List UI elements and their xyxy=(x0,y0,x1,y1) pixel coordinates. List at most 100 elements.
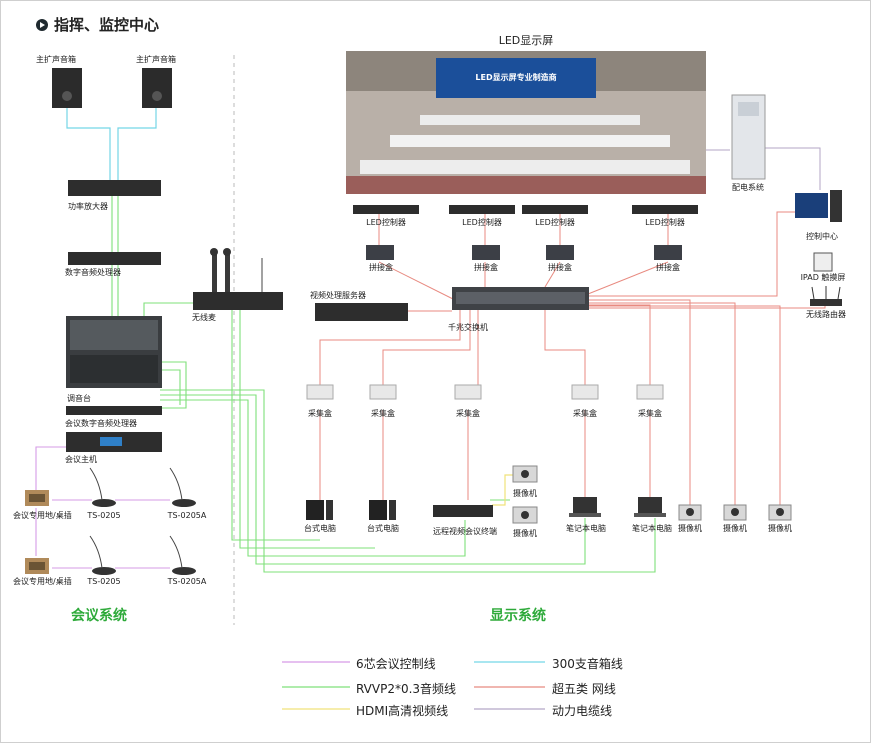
dsp xyxy=(68,252,161,265)
switch-label: 千兆交换机 xyxy=(448,323,488,332)
splice-box-1 xyxy=(366,245,394,260)
laptop-2 xyxy=(634,497,666,517)
mic-2 xyxy=(169,467,196,507)
camera-4-label: 摄像机 xyxy=(723,524,747,533)
camera-3 xyxy=(678,504,702,521)
splice-box-3 xyxy=(546,245,574,260)
led-controller-3 xyxy=(522,205,588,214)
splice-box-4 xyxy=(654,245,682,260)
ipad-label: IPAD 触摸屏 xyxy=(800,273,846,282)
splice-box-2-label: 拼接盒 xyxy=(474,263,498,272)
capture-box-3 xyxy=(454,384,482,400)
mic-4 xyxy=(169,535,196,575)
play-circle-icon xyxy=(36,19,48,31)
capture-box-1 xyxy=(306,384,334,400)
desktop-1-label: 台式电脑 xyxy=(304,524,336,533)
camera-1-label: 摄像机 xyxy=(513,489,537,498)
capture-box-5 xyxy=(636,384,664,400)
desktop-2-label: 台式电脑 xyxy=(367,524,399,533)
display-system-title: 显示系统 xyxy=(490,608,546,624)
desktop-2 xyxy=(369,500,396,520)
laptop-1 xyxy=(569,497,601,517)
legend-item-3: RVVP2*0.3音频线 xyxy=(356,682,457,696)
speaker-2-label: 主扩声音箱 xyxy=(136,55,176,64)
mixer-label: 调音台 xyxy=(67,394,91,403)
led-controller-4-label: LED控制器 xyxy=(645,218,685,227)
led-controller-1-label: LED控制器 xyxy=(366,218,406,227)
video-server xyxy=(315,303,408,321)
ipad xyxy=(813,252,833,272)
legend-item-4: 超五类 网线 xyxy=(552,682,616,696)
splice-box-2 xyxy=(472,245,500,260)
capture-box-4 xyxy=(571,384,599,400)
control-center xyxy=(795,190,842,222)
wireless-mic xyxy=(193,248,283,310)
speaker-1-label: 主扩声音箱 xyxy=(36,55,76,64)
camera-5 xyxy=(768,504,792,521)
power-cabinet xyxy=(731,94,766,180)
video-terminal-label: 远程视频会议终端 xyxy=(433,527,497,536)
control-center-label: 控制中心 xyxy=(806,232,838,241)
capture-box-5-label: 采集盒 xyxy=(638,409,662,418)
floor-box-1 xyxy=(25,490,49,506)
floor-box-1-label: 会议专用地/桌插 xyxy=(13,511,72,520)
led-controller-3-label: LED控制器 xyxy=(535,218,575,227)
wireless-mic-label: 无线麦 xyxy=(192,313,216,322)
camera-5-label: 摄像机 xyxy=(768,524,792,533)
mic-3-label: TS-0205 xyxy=(87,577,121,586)
legend-item-6: 动力电缆线 xyxy=(552,704,613,718)
mixer xyxy=(66,316,162,388)
mic-3 xyxy=(89,535,116,575)
conf-host xyxy=(66,432,162,452)
conference-control-cables xyxy=(35,446,170,569)
power-cables xyxy=(706,147,821,190)
led-controller-4 xyxy=(632,205,698,214)
dsp-label: 数字音频处理器 xyxy=(65,268,121,277)
capture-box-2 xyxy=(369,384,397,400)
page-title: 指挥、监控中心 xyxy=(36,14,159,35)
conf-dsp xyxy=(66,406,162,415)
led-screen-caption: LED显示屏专业制造商 xyxy=(475,73,557,82)
camera-4 xyxy=(723,504,747,521)
capture-box-3-label: 采集盒 xyxy=(456,409,480,418)
video-server-label: 视频处理服务器 xyxy=(310,291,366,300)
router-label: 无线路由器 xyxy=(806,310,846,319)
mic-1 xyxy=(89,467,116,507)
mic-4-label: TS-0205A xyxy=(167,577,207,586)
video-terminal xyxy=(433,505,493,517)
speaker-1 xyxy=(52,68,82,108)
capture-box-1-label: 采集盒 xyxy=(308,409,332,418)
camera-2 xyxy=(512,506,538,524)
legend-item-1: 6芯会议控制线 xyxy=(356,657,436,671)
led-controller-2-label: LED控制器 xyxy=(462,218,502,227)
mic-2-label: TS-0205A xyxy=(167,511,207,520)
capture-box-4-label: 采集盒 xyxy=(573,409,597,418)
splice-box-4-label: 拼接盒 xyxy=(656,263,680,272)
laptop-1-label: 笔记本电脑 xyxy=(566,524,606,533)
mic-1-label: TS-0205 xyxy=(87,511,121,520)
conf-host-label: 会议主机 xyxy=(65,455,97,464)
splice-box-3-label: 拼接盒 xyxy=(548,263,572,272)
amplifier-label: 功率放大器 xyxy=(68,202,108,211)
power-cabinet-label: 配电系统 xyxy=(732,183,764,192)
led-controller-2 xyxy=(449,205,515,214)
amplifier xyxy=(68,180,161,196)
led-controller-1 xyxy=(353,205,419,214)
network-cables xyxy=(319,211,826,505)
camera-2-label: 摄像机 xyxy=(513,529,537,538)
led-screen-image xyxy=(346,51,706,194)
floor-box-2 xyxy=(25,558,49,574)
gigabit-switch xyxy=(452,287,589,310)
conference-system-title: 会议系统 xyxy=(71,608,127,624)
legend-item-2: 300支音箱线 xyxy=(552,657,623,671)
capture-box-2-label: 采集盒 xyxy=(371,409,395,418)
audio-cables xyxy=(111,196,656,573)
speaker-cables xyxy=(66,108,157,180)
conf-dsp-label: 会议数字音频处理器 xyxy=(65,419,137,428)
camera-1 xyxy=(512,465,538,483)
splice-box-1-label: 拼接盒 xyxy=(369,263,393,272)
camera-3-label: 摄像机 xyxy=(678,524,702,533)
speaker-2 xyxy=(142,68,172,108)
hdmi-cables xyxy=(492,474,515,506)
